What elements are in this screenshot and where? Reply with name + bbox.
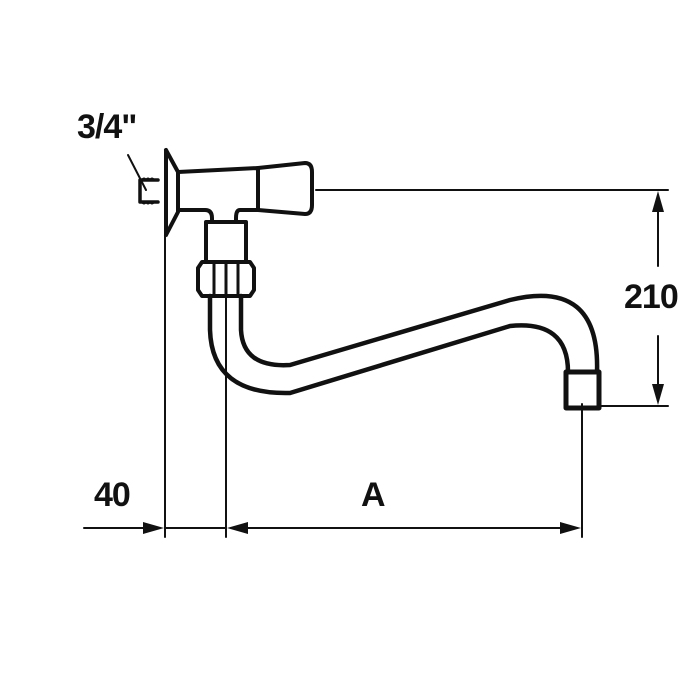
arrow-right-icon [560,522,581,534]
handle [256,161,314,216]
wall-offset-dimension-label: 40 [94,476,131,514]
thread-leader-line [127,154,147,191]
spout-outer [207,293,571,396]
valve-body [176,166,260,224]
arrow-right-icon [143,522,164,534]
threaded-inlet [138,177,160,205]
spout-inner [238,293,600,375]
swivel-nut [196,260,256,298]
spout-reach-dimension-label: A [361,476,386,514]
stem [204,220,248,264]
arrow-down-icon [652,384,664,405]
height-dimension-label: 210 [624,278,679,316]
thread-size-label: 3/4" [77,108,137,146]
arrow-up-icon [652,191,664,212]
aerator [563,369,602,411]
wall-flange [164,148,180,237]
arrow-left-icon [227,522,248,534]
